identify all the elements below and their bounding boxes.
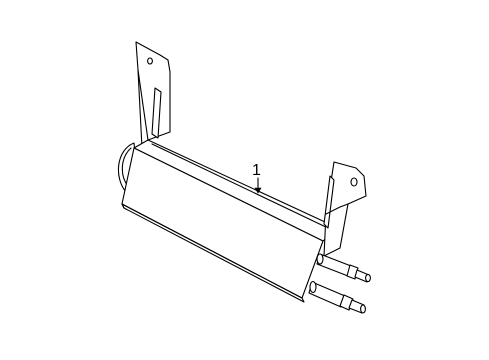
part-callout-number: 1 — [252, 162, 261, 179]
lower-fluid-fitting — [308, 280, 366, 314]
right-bracket-mounting-hole — [350, 177, 358, 187]
cooler-body — [121, 139, 339, 303]
callout-arrowhead — [254, 187, 262, 194]
upper-fluid-fitting — [316, 253, 371, 283]
right-mounting-bracket — [323, 161, 367, 257]
part-callout: 1 — [252, 162, 262, 194]
left-mounting-bracket — [135, 41, 171, 149]
left-bracket-mounting-hole — [147, 57, 153, 65]
